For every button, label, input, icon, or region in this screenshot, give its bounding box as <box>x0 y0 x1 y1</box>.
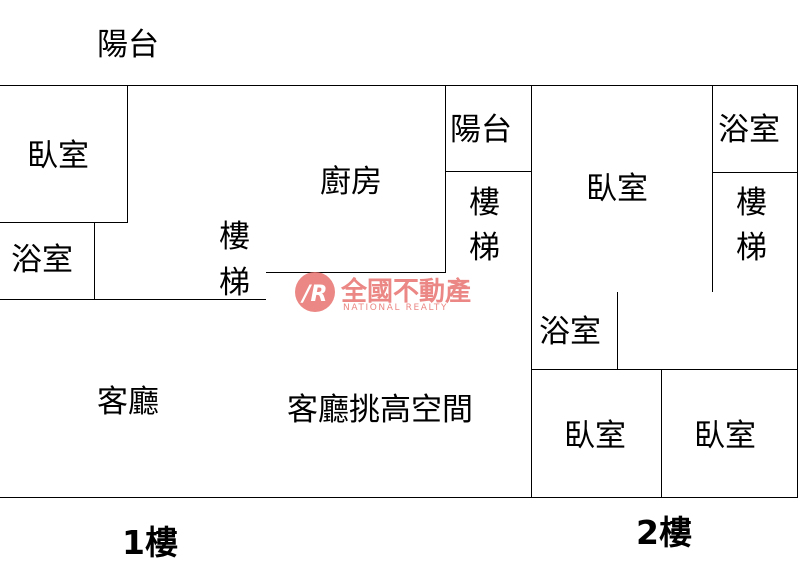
room-bedroom-2f-left: 臥室 <box>564 418 626 454</box>
floor-label-1f: 1樓 <box>122 523 178 562</box>
room-kitchen: 廚房 <box>320 164 382 200</box>
room-living-room: 客廳 <box>97 384 159 420</box>
floor-labels: 1樓 2樓 <box>122 513 692 562</box>
stairs-2f-char-2: 梯 <box>736 230 767 266</box>
watermark-name: 全國不動產 <box>340 276 471 307</box>
first-floor-labels: 陽台 臥室 浴室 廚房 樓 梯 陽台 樓 梯 客廳 客廳挑高空間 <box>11 27 512 428</box>
room-bedroom-2f-right: 臥室 <box>694 418 756 454</box>
room-bedroom-1f: 臥室 <box>27 138 89 174</box>
stairs-1f-char-2: 梯 <box>219 265 250 301</box>
room-balcony-top: 陽台 <box>97 27 159 63</box>
stairs-2f-char-1: 樓 <box>736 185 767 221</box>
room-balcony-small: 陽台 <box>450 112 512 148</box>
walls <box>0 85 798 498</box>
room-bathroom-2f-mid: 浴室 <box>539 314 601 350</box>
floor-label-2f: 2樓 <box>636 513 692 552</box>
stairs-1f-char-1: 樓 <box>219 219 250 255</box>
stairs-1f-right-char-1: 樓 <box>469 185 500 221</box>
room-bathroom-2f-top: 浴室 <box>718 112 780 148</box>
svg-text:/R: /R <box>300 282 328 307</box>
stairs-1f-right-char-2: 梯 <box>469 230 500 266</box>
second-floor-labels: 臥室 浴室 樓 梯 浴室 臥室 臥室 <box>539 112 780 454</box>
room-living-void: 客廳挑高空間 <box>287 392 473 428</box>
watermark: /R 全國不動產 NATIONAL REALTY <box>295 272 471 313</box>
room-bedroom-2f-main: 臥室 <box>586 171 648 207</box>
nr-logo-icon: /R <box>295 272 335 312</box>
room-bathroom-1f: 浴室 <box>11 242 73 278</box>
watermark-subtitle: NATIONAL REALTY <box>343 303 448 313</box>
